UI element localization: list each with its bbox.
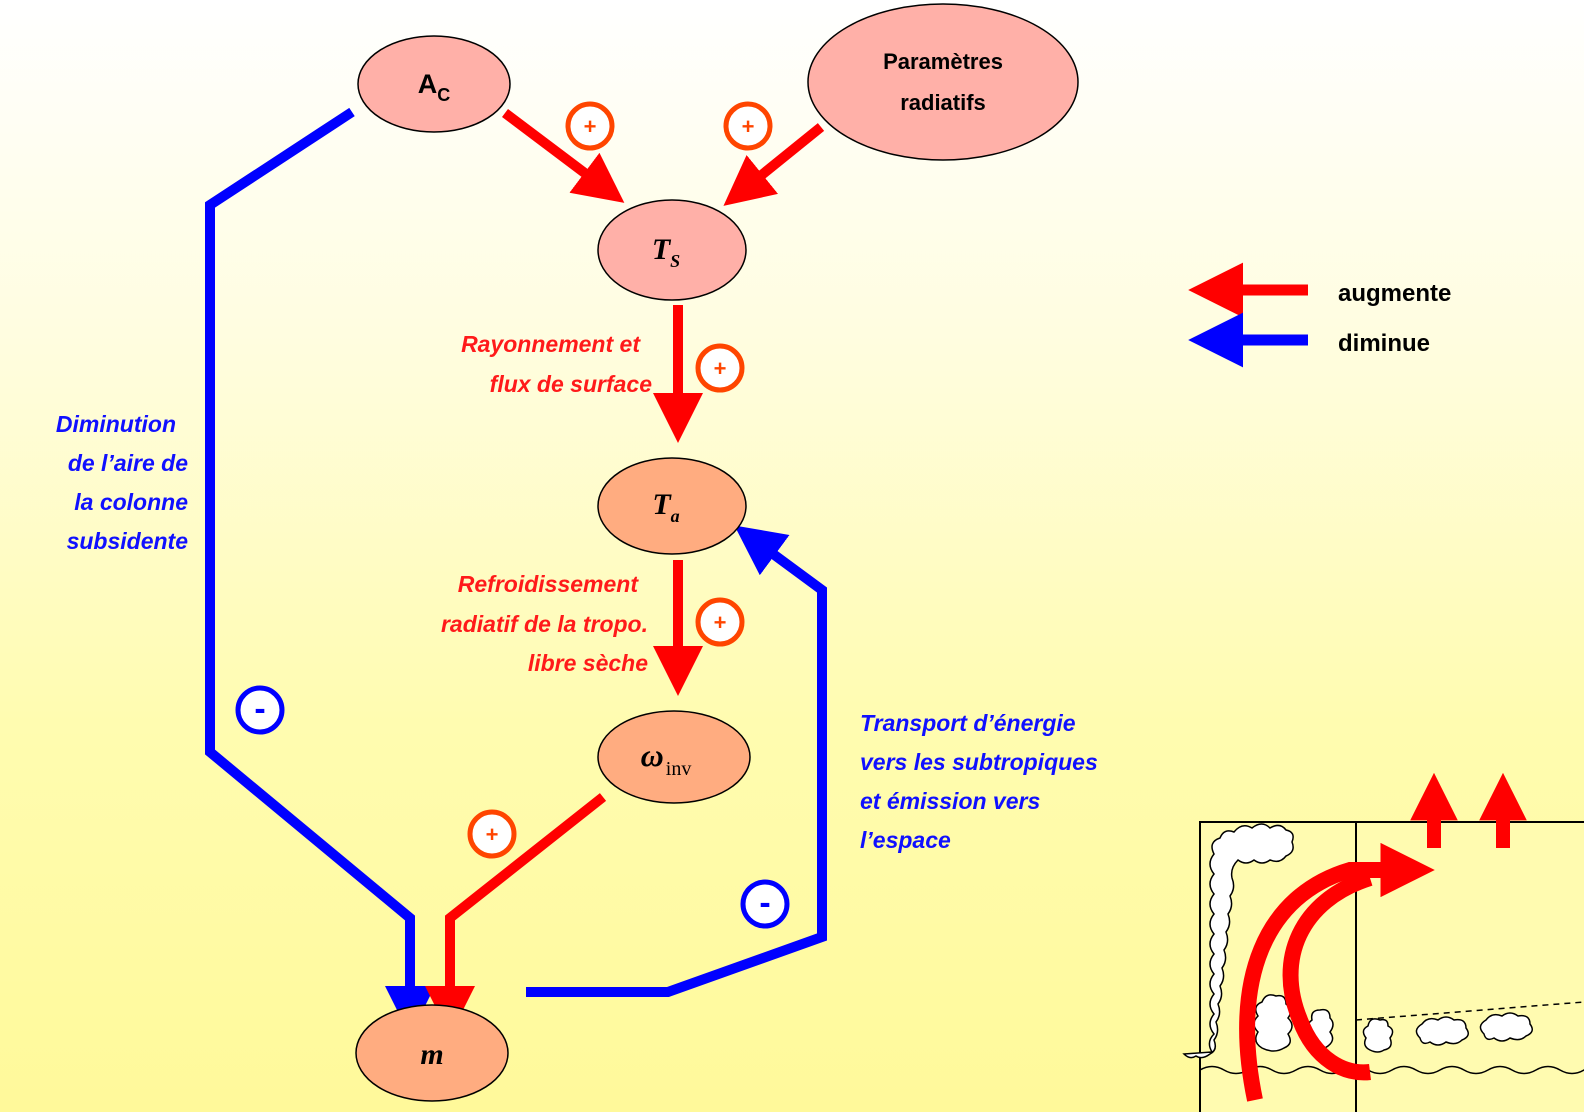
circulation-arrow-upward	[1239, 842, 1435, 1102]
node-m-label: m	[420, 1038, 443, 1071]
svg-text:la colonne: la colonne	[74, 489, 188, 515]
ocean-surface	[1199, 1065, 1584, 1075]
node-ts-subscript: S	[670, 251, 680, 271]
plus-sign-omega-m: +	[467, 809, 517, 859]
minus-sign-m-ta: -	[740, 879, 790, 929]
node-params-line1: Paramètres	[883, 49, 1003, 74]
svg-text:Rayonnement et: Rayonnement et	[461, 331, 641, 357]
node-omega-label: ω	[641, 737, 664, 773]
circulation-arrow-return	[1282, 870, 1373, 1081]
inversion-line	[1355, 1001, 1584, 1021]
label-refroidissement: Refroidissement radiatif de la tropo. li…	[441, 571, 648, 676]
svg-text:-: -	[254, 690, 265, 728]
arrow-ac-to-ts	[501, 109, 625, 203]
svg-text:l’espace: l’espace	[860, 827, 951, 853]
label-transport: Transport d’énergie vers les subtropique…	[860, 710, 1098, 853]
svg-text:Refroidissement: Refroidissement	[458, 571, 640, 597]
node-ac: AC	[357, 35, 511, 133]
node-ac-subscript: C	[437, 85, 450, 105]
stratocumulus-cloud-1	[1415, 1016, 1469, 1046]
svg-text:de l’aire de: de l’aire de	[68, 450, 188, 476]
svg-text:libre sèche: libre sèche	[528, 650, 648, 676]
legend-increase-label: augmente	[1338, 280, 1451, 307]
svg-text:flux de surface: flux de surface	[490, 371, 653, 397]
legend-decrease-label: diminue	[1338, 330, 1430, 357]
legend-increase: augmente	[1188, 262, 1451, 318]
legend: augmente diminue	[1188, 262, 1451, 368]
node-omega-subscript: inv	[666, 758, 692, 780]
legend-decrease: diminue	[1188, 312, 1430, 368]
cumulus-cloud-3	[1362, 1018, 1394, 1053]
node-m: m	[355, 1004, 509, 1102]
node-ta-label: T	[652, 488, 672, 521]
node-ts: TS	[597, 199, 747, 301]
deep-convection-cloud	[1182, 823, 1294, 1059]
feedback-path-ac-to-m	[205, 107, 435, 1036]
svg-text:vers les subtropiques: vers les subtropiques	[860, 749, 1098, 775]
plus-sign-ta-omega: +	[695, 597, 745, 647]
node-radiative-parameters: Paramètres radiatifs	[807, 3, 1079, 161]
svg-text:radiatif de la tropo.: radiatif de la tropo.	[441, 611, 648, 637]
svg-text:Ta: Ta	[652, 488, 679, 526]
feedback-path-m-to-ta	[526, 525, 827, 997]
arrow-params-to-ts	[723, 123, 825, 206]
node-ta: Ta	[597, 457, 747, 555]
svg-text:TS: TS	[652, 233, 680, 271]
label-diminution: Diminution de l’aire de la colonne subsi…	[56, 411, 188, 554]
plus-sign-ts-ta: +	[695, 343, 745, 393]
svg-text:Transport d’énergie: Transport d’énergie	[860, 710, 1076, 736]
arrow-omega-to-m	[425, 793, 607, 1036]
node-params-line2: radiatifs	[900, 90, 986, 115]
svg-text:+: +	[742, 114, 755, 139]
svg-text:+: +	[714, 356, 727, 381]
svg-text:subsidente: subsidente	[67, 528, 189, 554]
circulation-sketch	[1182, 772, 1584, 1112]
svg-text:AC: AC	[418, 69, 451, 105]
node-ac-label: A	[418, 69, 438, 99]
minus-sign-ac-m: -	[235, 685, 285, 735]
svg-text:Diminution: Diminution	[56, 411, 176, 437]
stratocumulus-cloud-2	[1479, 1012, 1533, 1042]
label-rayonnement: Rayonnement et flux de surface	[461, 331, 652, 397]
svg-text:+: +	[584, 114, 597, 139]
plus-sign-ac-ts: +	[565, 101, 615, 151]
node-ta-subscript: a	[671, 506, 680, 526]
plus-sign-params-ts: +	[723, 101, 773, 151]
svg-text:-: -	[759, 884, 770, 922]
node-ts-label: T	[652, 233, 672, 266]
svg-text:+: +	[486, 822, 499, 847]
svg-text:et émission vers: et émission vers	[860, 788, 1040, 814]
svg-text:+: +	[714, 610, 727, 635]
